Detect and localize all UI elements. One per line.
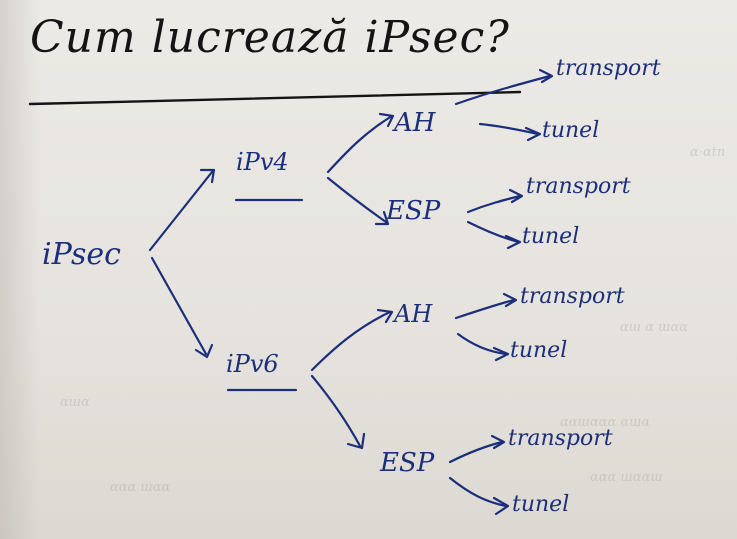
mode-ipv4-esp-transport: transport [526,174,631,199]
arrow-ipv6-ah [310,310,392,372]
mode-ipv4-esp-tunel: tunel [522,224,580,249]
arrow-esp1-transport [466,194,522,214]
arrow-esp1-tunel [466,220,520,244]
mode-ipv6-ah-tunel: tunel [510,338,568,363]
arrow-ipsec-ipv6 [150,256,208,356]
arrow-ipv6-esp [310,374,362,448]
node-ipv6-ah: AH [394,300,433,328]
node-ipv6: iPv6 [226,350,279,378]
mode-ipv4-ah-transport: transport [556,56,661,81]
page-title: Cum lucrează iPsec? [30,12,510,63]
bleed-through-text: ɑɑɯɑɑɑ ɑɯɑ [560,415,651,430]
mode-ipv6-esp-transport: transport [508,426,613,451]
mode-ipv4-ah-tunel: tunel [542,118,600,143]
node-ipsec: iPsec [42,237,121,272]
arrow-ah2-transport [454,298,516,320]
arrow-ah1-transport [454,74,552,106]
node-ipv4-esp: ESP [386,196,441,226]
bleed-through-text: ɑɑɑ ɯɑɑ [110,480,171,495]
bleed-through-text: ɑɯ ɑ ɯɑɑ [620,320,689,335]
arrow-esp2-transport [448,440,504,464]
node-ipv4: iPv4 [236,148,289,176]
title-underline [28,90,522,106]
arrow-ah2-tunel [456,332,508,356]
node-ipv6-esp: ESP [380,448,435,478]
bleed-through-text: ɑ·ɑtn [690,145,726,160]
page-shadow [0,0,40,539]
arrow-ah1-tunel [478,122,540,136]
arrow-ipv4-esp [326,176,388,224]
mode-ipv6-ah-transport: transport [520,284,625,309]
arrow-ipv4-ah [326,114,394,174]
mode-ipv6-esp-tunel: tunel [512,492,570,517]
bleed-through-text: ɑɑɑ ɯɑɑɯ [590,470,663,485]
bleed-through-text: ɑɯɑ [60,395,90,410]
node-ipv4-ah: AH [394,108,436,138]
arrow-ipsec-ipv4 [148,170,214,252]
arrow-esp2-tunel [448,476,508,508]
